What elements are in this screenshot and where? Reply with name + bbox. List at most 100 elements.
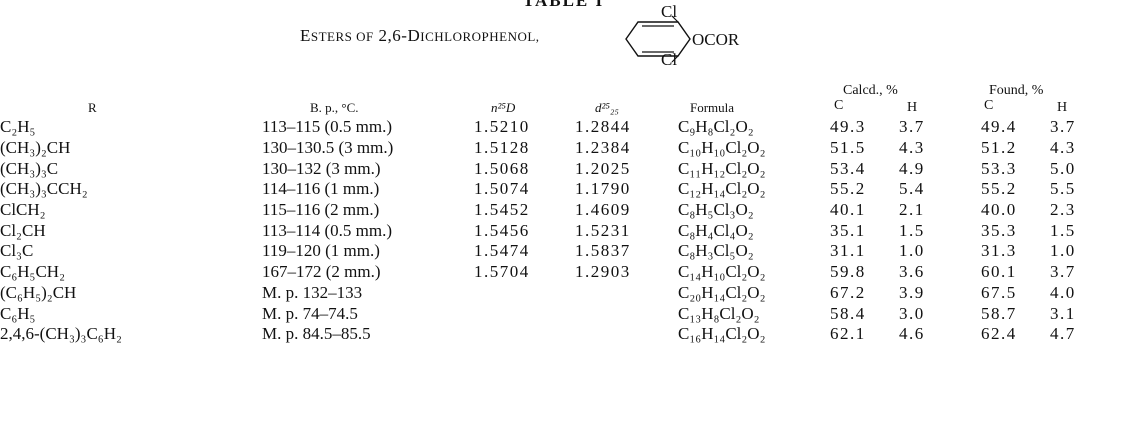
cell-found-c: 60.1 bbox=[981, 262, 1017, 282]
cell-density bbox=[575, 303, 678, 324]
cell-refractive-index: 1.5128 bbox=[474, 138, 530, 158]
cell-found-h: 1.5 bbox=[1050, 220, 1076, 240]
cell-calcd-h: 4.3 bbox=[899, 138, 925, 158]
cell-density: 1.2903 bbox=[575, 262, 631, 282]
cell-found-c: 51.2 bbox=[981, 138, 1017, 158]
cell-found-c: 40.0 bbox=[981, 200, 1017, 220]
cell-density: 1.5837 bbox=[575, 241, 631, 261]
cell-found-h: 3.7 bbox=[1050, 262, 1076, 282]
cell-density: 1.4609 bbox=[575, 200, 631, 220]
header-refractive-index: n²⁵D bbox=[491, 100, 516, 115]
benzene-ring-icon bbox=[625, 15, 691, 63]
cell-bp: M. p. 84.5–85.5 bbox=[262, 324, 371, 344]
header-calcd-h: H bbox=[907, 100, 918, 115]
dichlorophenol-structure: Cl OCOR Cl bbox=[612, 2, 812, 74]
cell-found-h: 3.1 bbox=[1050, 303, 1076, 323]
cell-density bbox=[575, 283, 678, 304]
cell-formula: C₁₃H₈Cl₂O₂ bbox=[678, 303, 760, 323]
title-compound-rest: ICHLOROPHENOL, bbox=[420, 29, 540, 44]
cell-refractive-index bbox=[474, 303, 575, 324]
cell-found-h: 4.3 bbox=[1050, 138, 1076, 158]
cell-calcd-h: 1.0 bbox=[899, 241, 925, 261]
cell-bp: 130–132 (3 mm.) bbox=[262, 158, 381, 178]
cell-density: 1.2844 bbox=[575, 117, 631, 137]
cell-calcd-h: 5.4 bbox=[899, 179, 925, 199]
cell-density: 1.5231 bbox=[575, 220, 631, 240]
header-formula: Formula bbox=[690, 100, 735, 115]
cell-r: (CH₃)₂CH bbox=[0, 138, 71, 158]
cell-refractive-index: 1.5474 bbox=[474, 241, 530, 261]
cell-bp: 167–172 (2 mm.) bbox=[262, 262, 381, 282]
cell-r: Cl₃C bbox=[0, 241, 34, 261]
cell-calcd-c: 40.1 bbox=[830, 200, 866, 220]
cell-calcd-c: 49.3 bbox=[830, 117, 866, 137]
cell-bp: 113–114 (0.5 mm.) bbox=[262, 220, 393, 240]
cell-formula: C₉H₈Cl₂O₂ bbox=[678, 117, 754, 137]
cell-found-h: 5.0 bbox=[1050, 158, 1076, 178]
cell-found-c: 53.3 bbox=[981, 158, 1017, 178]
cell-calcd-c: 51.5 bbox=[830, 138, 866, 158]
table-row: C₆H₅CH₂ 167–172 (2 mm.) 1.5704 1.2903 C₁₄H₁₀… bbox=[0, 262, 1120, 283]
cell-calcd-h: 2.1 bbox=[899, 200, 925, 220]
cell-calcd-c: 59.8 bbox=[830, 262, 866, 282]
title-prefix: E bbox=[300, 26, 311, 45]
header-bp: B. p., °C. bbox=[310, 100, 359, 115]
cell-calcd-c: 62.1 bbox=[830, 324, 866, 344]
cell-calcd-c: 58.4 bbox=[830, 303, 866, 323]
cell-density bbox=[575, 324, 678, 345]
cell-found-c: 35.3 bbox=[981, 220, 1017, 240]
cell-bp: 114–116 (1 mm.) bbox=[262, 179, 380, 199]
cell-found-c: 58.7 bbox=[981, 303, 1017, 323]
cell-formula: C₁₁H₁₂Cl₂O₂ bbox=[678, 158, 766, 178]
cell-calcd-c: 31.1 bbox=[830, 241, 866, 261]
cell-refractive-index: 1.5456 bbox=[474, 220, 530, 240]
cell-found-c: 67.5 bbox=[981, 282, 1017, 302]
table-row: Cl₂CH 113–114 (0.5 mm.) 1.5456 1.5231 C₈H₄Cl… bbox=[0, 220, 1120, 241]
cell-calcd-c: 53.4 bbox=[830, 158, 866, 178]
cell-refractive-index: 1.5068 bbox=[474, 158, 530, 178]
cell-found-c: 49.4 bbox=[981, 117, 1017, 137]
cell-r: ClCH₂ bbox=[0, 200, 46, 220]
cell-formula: C₁₄H₁₀Cl₂O₂ bbox=[678, 262, 766, 282]
cell-r: C₆H₅CH₂ bbox=[0, 262, 66, 282]
structure-bottom-chlorine: Cl bbox=[661, 50, 678, 69]
cell-bp: M. p. 132–133 bbox=[262, 282, 363, 302]
cell-found-h: 3.7 bbox=[1050, 117, 1076, 137]
cell-found-h: 4.0 bbox=[1050, 282, 1076, 302]
cell-r: (CH₃)₃C bbox=[0, 158, 59, 178]
cell-formula: C₁₀H₁₀Cl₂O₂ bbox=[678, 138, 766, 158]
cell-calcd-c: 35.1 bbox=[830, 220, 866, 240]
table-row: (CH₃)₃C 130–132 (3 mm.) 1.5068 1.2025 C₁₁H₁₂… bbox=[0, 158, 1120, 179]
cell-calcd-h: 3.6 bbox=[899, 262, 925, 282]
cell-calcd-h: 3.0 bbox=[899, 303, 925, 323]
cell-bp: M. p. 74–74.5 bbox=[262, 303, 358, 323]
cell-calcd-h: 1.5 bbox=[899, 220, 925, 240]
cell-found-h: 4.7 bbox=[1050, 324, 1076, 344]
cell-found-c: 55.2 bbox=[981, 179, 1017, 199]
cell-formula: C₈H₄Cl₄O₂ bbox=[678, 220, 754, 240]
cell-refractive-index: 1.5704 bbox=[474, 262, 530, 282]
cell-r: Cl₂CH bbox=[0, 220, 46, 240]
cell-r: (CH₃)₃CCH₂ bbox=[0, 179, 88, 199]
cell-found-c: 31.3 bbox=[981, 241, 1017, 261]
cell-bp: 130–130.5 (3 mm.) bbox=[262, 138, 394, 158]
cell-refractive-index: 1.5210 bbox=[474, 117, 530, 137]
cell-formula: C₈H₅Cl₃O₂ bbox=[678, 200, 754, 220]
cell-calcd-h: 4.9 bbox=[899, 158, 925, 178]
cell-r: C₂H₅ bbox=[0, 117, 36, 137]
cell-formula: C₂₀H₁₄Cl₂O₂ bbox=[678, 282, 766, 302]
cell-refractive-index bbox=[474, 324, 575, 345]
cell-density: 1.2025 bbox=[575, 158, 631, 178]
header-found-c: C bbox=[984, 98, 994, 113]
cell-found-h: 1.0 bbox=[1050, 241, 1076, 261]
structure-ester-group: OCOR bbox=[692, 30, 740, 49]
cell-formula: C₈H₃Cl₅O₂ bbox=[678, 241, 754, 261]
cell-refractive-index bbox=[474, 283, 575, 304]
cell-bp: 119–120 (1 mm.) bbox=[262, 241, 380, 261]
